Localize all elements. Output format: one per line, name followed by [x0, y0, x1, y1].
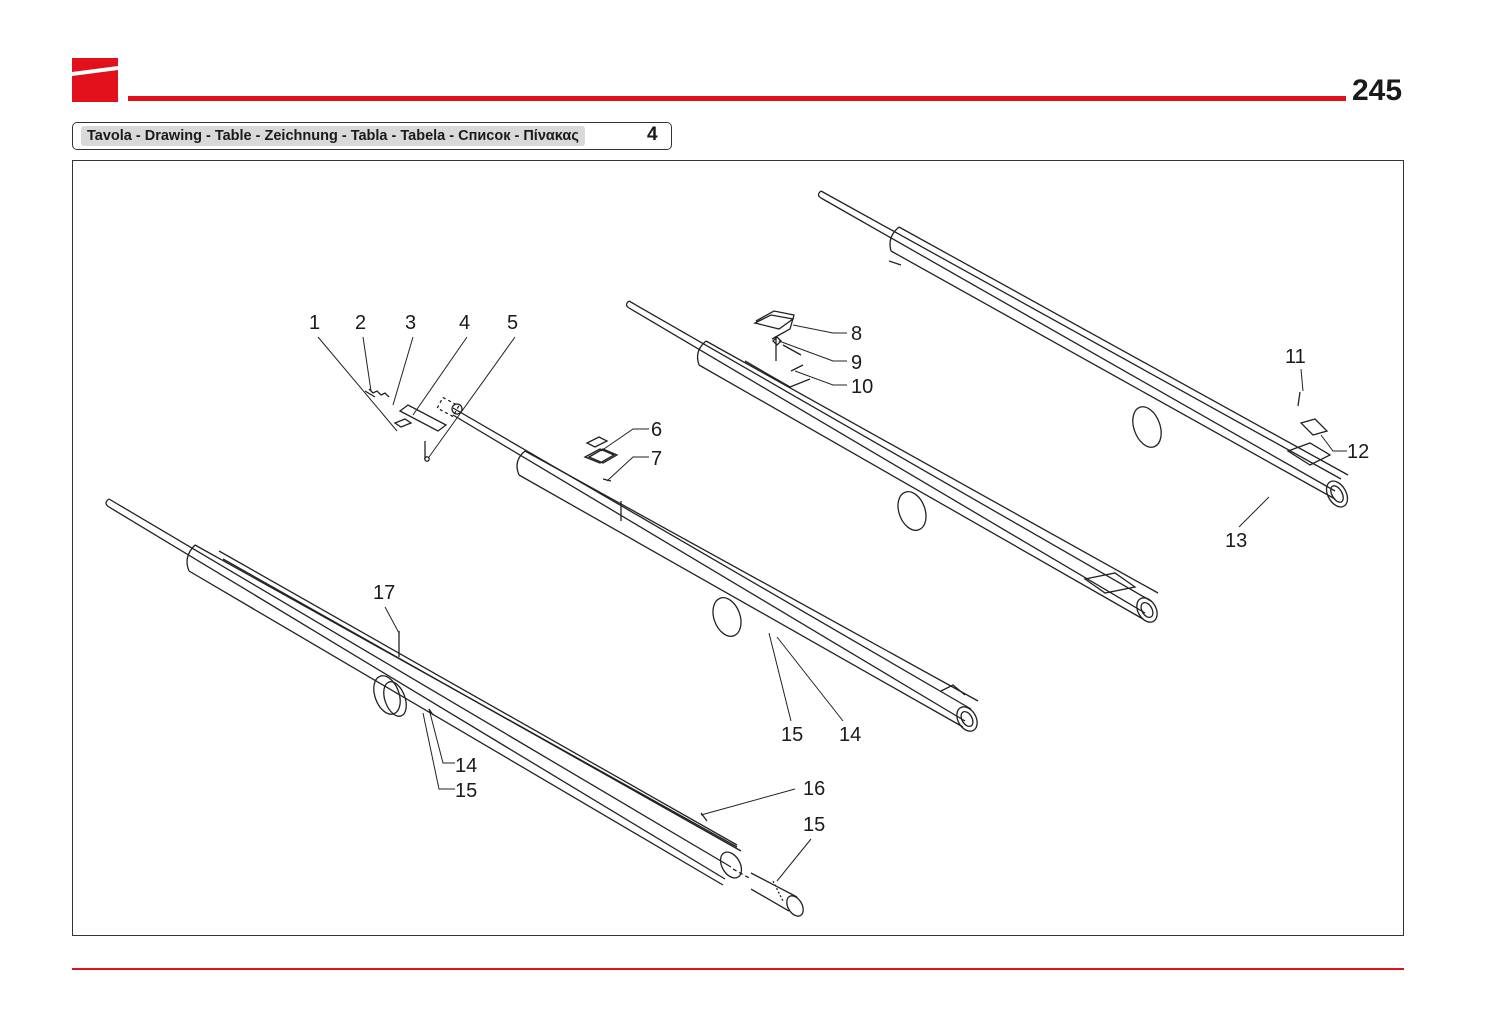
callout-4: 4	[459, 312, 470, 334]
part-9	[772, 336, 782, 346]
choke-tube	[732, 868, 804, 917]
callout-1: 1	[309, 312, 320, 334]
callout-15-b: 15	[455, 780, 477, 802]
table-title-box: Tavola - Drawing - Table - Zeichnung - T…	[72, 122, 672, 150]
part-6	[587, 448, 619, 464]
table-number: 4	[647, 124, 658, 145]
callout-13: 13	[1225, 530, 1247, 552]
callout-7: 7	[651, 448, 662, 470]
callout-5: 5	[507, 312, 518, 334]
exploded-drawing: 1 2 3 4 5 6 7 8 9 10 11 12 13 14 15 15 1…	[72, 160, 1404, 936]
callout-9: 9	[851, 352, 862, 374]
callout-15-a: 15	[781, 724, 803, 746]
small-parts-1-5	[364, 388, 463, 462]
brand-logo	[72, 58, 118, 102]
callout-17: 16	[803, 778, 825, 800]
callout-3: 3	[405, 312, 416, 334]
part-7	[602, 478, 612, 482]
callout-11: 11	[1285, 346, 1306, 368]
callout-6: 6	[651, 419, 662, 441]
barrel-middle-lower	[452, 407, 979, 732]
page-number: 245	[1352, 74, 1403, 107]
barrel-upper-right	[817, 190, 1349, 508]
part-10	[790, 364, 804, 372]
footer-rule	[72, 968, 1404, 970]
callout-8: 8	[851, 323, 862, 345]
callout-12: 12	[1347, 441, 1369, 463]
header-rule	[128, 96, 1346, 101]
part-8	[753, 314, 795, 330]
callout-14-a: 14	[839, 724, 861, 746]
callout-16: 15	[803, 814, 825, 836]
callout-18: 17	[373, 582, 395, 604]
callout-14-b: 14	[455, 755, 477, 777]
table-title: Tavola - Drawing - Table - Zeichnung - T…	[81, 126, 585, 146]
leader-lines	[317, 324, 1347, 882]
barrel-lower-left	[105, 498, 743, 886]
barrel-middle-upper	[625, 300, 1159, 623]
callout-10: 10	[851, 376, 873, 398]
callout-2: 2	[355, 312, 366, 334]
